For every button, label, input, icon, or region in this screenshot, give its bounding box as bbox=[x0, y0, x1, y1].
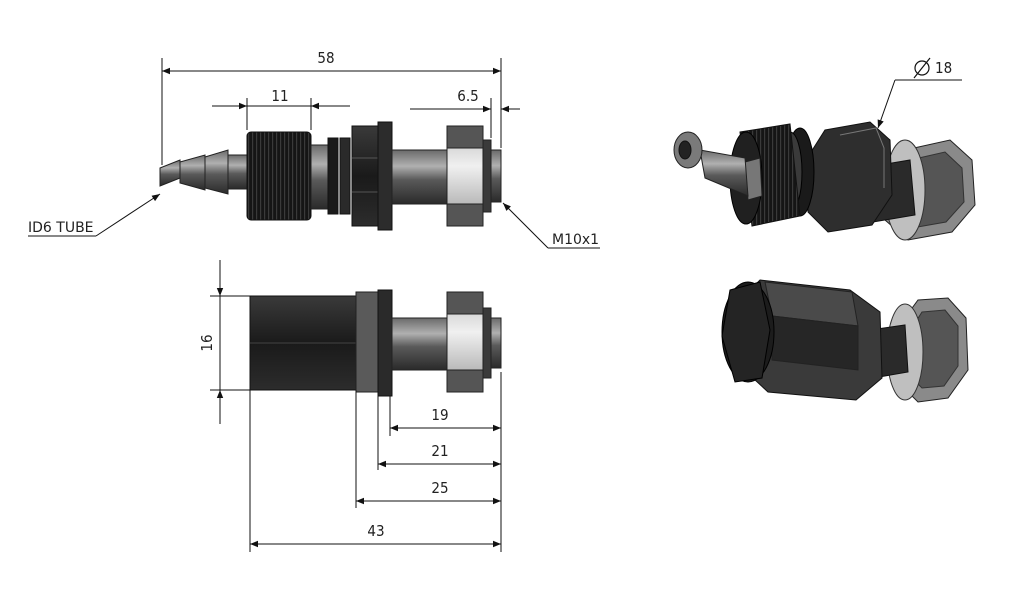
callout-tube: ID6 TUBE bbox=[28, 220, 94, 236]
dimension-lines-top bbox=[28, 58, 600, 249]
dim-25: 25 bbox=[431, 479, 448, 497]
dim-nut-length: 11 bbox=[271, 87, 288, 105]
dim-19: 19 bbox=[431, 406, 448, 424]
dim-thread-length: 6.5 bbox=[457, 87, 478, 105]
dim-body-height: 16 bbox=[198, 334, 216, 351]
knurled-nut bbox=[246, 131, 312, 221]
side-view-bottom bbox=[249, 289, 502, 397]
dim-43: 43 bbox=[367, 522, 384, 540]
iso-view-top bbox=[673, 121, 976, 241]
dim-overall-length: 58 bbox=[317, 49, 334, 67]
iso-view-bottom bbox=[721, 279, 969, 403]
dim-diameter: 18 bbox=[935, 59, 952, 77]
dim-21: 21 bbox=[431, 442, 448, 460]
side-view-top bbox=[159, 121, 502, 231]
dimension-lines-bottom bbox=[210, 260, 502, 552]
callout-thread: M10x1 bbox=[552, 232, 599, 248]
hose-barb bbox=[159, 159, 181, 187]
diameter-symbol bbox=[913, 57, 931, 79]
